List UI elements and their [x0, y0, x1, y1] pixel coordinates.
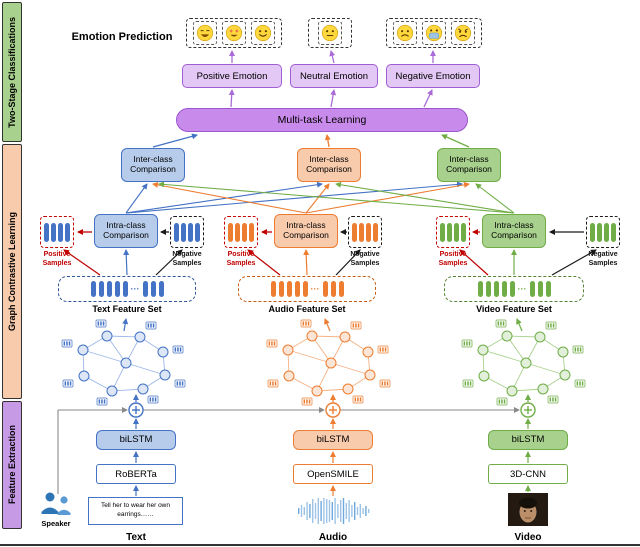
mask-face-icon: [422, 21, 446, 45]
text-graph: [61, 319, 186, 406]
video-thumbnail: [508, 493, 548, 526]
neutral-emoji-group: [308, 18, 352, 48]
video-positive-bars: [440, 222, 466, 242]
text-positive-samples-label: Positive Samples: [42, 251, 72, 267]
audio-negative-samples-box: [348, 216, 382, 248]
text-feature-dots: ···: [130, 284, 140, 294]
text-feature-set-box: ···: [58, 276, 196, 302]
speaker-label: Speaker: [41, 518, 71, 528]
opensmile-box: OpenSMILE: [293, 464, 373, 484]
audio-negative-samples-label: Negative Samples: [350, 251, 380, 267]
audio-bilstm-box: biLSTM: [293, 430, 373, 450]
sidebar-section-contrastive: Graph Contrastive Learning: [2, 144, 22, 399]
speaker-icon: [41, 492, 71, 515]
text-input-sample: Tell her to wear her own earrings……: [88, 497, 183, 525]
audio-inter-class-box: Inter-class Comparison: [297, 148, 361, 182]
audio-positive-bars: [228, 222, 254, 242]
positive-emotion-box: Positive Emotion: [182, 64, 282, 88]
audio-plus-icon: [325, 402, 341, 418]
negative-emotion-box: Negative Emotion: [386, 64, 480, 88]
sidebar-section-feature-extraction: Feature Extraction: [2, 401, 22, 529]
text-plus-icon: [128, 402, 144, 418]
audio-intra-class-box: Intra-class Comparison: [274, 214, 338, 248]
text-positive-bars: [44, 222, 70, 242]
intra-to-inter-lines: [125, 181, 515, 214]
text-feature-set-label: Text Feature Set: [92, 304, 162, 314]
audio-graph: [266, 319, 391, 406]
emotion-prediction-title: Emotion Prediction: [71, 31, 173, 43]
video-feature-bars-left: [477, 281, 515, 297]
star-eyes-face-icon: [222, 21, 246, 45]
audio-positive-samples-label: Positive Samples: [226, 251, 256, 267]
text-feature-bars-left: [90, 281, 128, 297]
text-positive-samples-box: [40, 216, 74, 248]
video-negative-samples-label: Negative Samples: [588, 251, 618, 267]
video-feature-dots: ···: [517, 284, 527, 294]
multitask-learning-box: Multi-task Learning: [176, 108, 468, 132]
angry-face-icon: [451, 21, 475, 45]
text-negative-samples-box: [170, 216, 204, 248]
text-inter-class-box: Inter-class Comparison: [121, 148, 185, 182]
pipeline-arrows: [133, 394, 531, 496]
audio-feature-set-box: ···: [238, 276, 376, 302]
positive-emoji-group: [186, 18, 282, 48]
sidebar-label-contrastive: Graph Contrastive Learning: [7, 211, 17, 332]
sidebar-section-two-stage: Two-Stage Classifications: [2, 2, 22, 142]
video-graph: [461, 319, 586, 406]
figure-bottom-rule: [0, 544, 640, 546]
audio-positive-samples-box: [224, 216, 258, 248]
text-modality-label: Text: [126, 531, 146, 543]
neutral-emotion-box: Neutral Emotion: [290, 64, 378, 88]
audio-waveform: [298, 498, 370, 524]
video-plus-icon: [520, 402, 536, 418]
text-negative-bars: [174, 222, 200, 242]
video-feature-set-box: ···: [444, 276, 584, 302]
video-negative-bars: [590, 222, 616, 242]
neutral-face-icon: [318, 21, 342, 45]
audio-feature-dots: ···: [310, 284, 320, 294]
feature-to-intra-arrows: [63, 249, 597, 276]
video-intra-class-box: Intra-class Comparison: [482, 214, 546, 248]
text-feature-bars-right: [142, 281, 164, 297]
laughing-face-icon: [193, 21, 217, 45]
text-bilstm-box: biLSTM: [96, 430, 176, 450]
sidebar-label-two-stage: Two-Stage Classifications: [7, 16, 17, 128]
video-positive-samples-label: Positive Samples: [438, 251, 468, 267]
video-inter-class-box: Inter-class Comparison: [437, 148, 501, 182]
audio-modality-label: Audio: [318, 531, 348, 543]
fusion-plus-nodes: [128, 402, 536, 418]
video-positive-samples-box: [436, 216, 470, 248]
sad-face-icon: [393, 21, 417, 45]
text-intra-class-box: Intra-class Comparison: [94, 214, 158, 248]
negative-emoji-group: [386, 18, 482, 48]
audio-feature-bars-left: [270, 281, 308, 297]
graph-to-feature-arrows: [122, 318, 523, 332]
roberta-box: RoBERTa: [96, 464, 176, 484]
sidebar-label-feature-extraction: Feature Extraction: [7, 425, 17, 505]
text-negative-samples-label: Negative Samples: [172, 251, 202, 267]
video-feature-set-label: Video Feature Set: [476, 304, 552, 314]
inter-to-multitask-arrows: [152, 133, 470, 148]
audio-feature-set-label: Audio Feature Set: [268, 304, 346, 314]
speaker-line: [57, 407, 520, 494]
video-modality-label: Video: [514, 531, 542, 543]
video-negative-samples-box: [586, 216, 620, 248]
prediction-arrows: [228, 50, 436, 108]
smiling-face-icon: [251, 21, 275, 45]
video-bilstm-box: biLSTM: [488, 430, 568, 450]
audio-negative-bars: [352, 222, 378, 242]
cnn3d-box: 3D-CNN: [488, 464, 568, 484]
video-feature-bars-right: [529, 281, 551, 297]
audio-feature-bars-right: [322, 281, 344, 297]
